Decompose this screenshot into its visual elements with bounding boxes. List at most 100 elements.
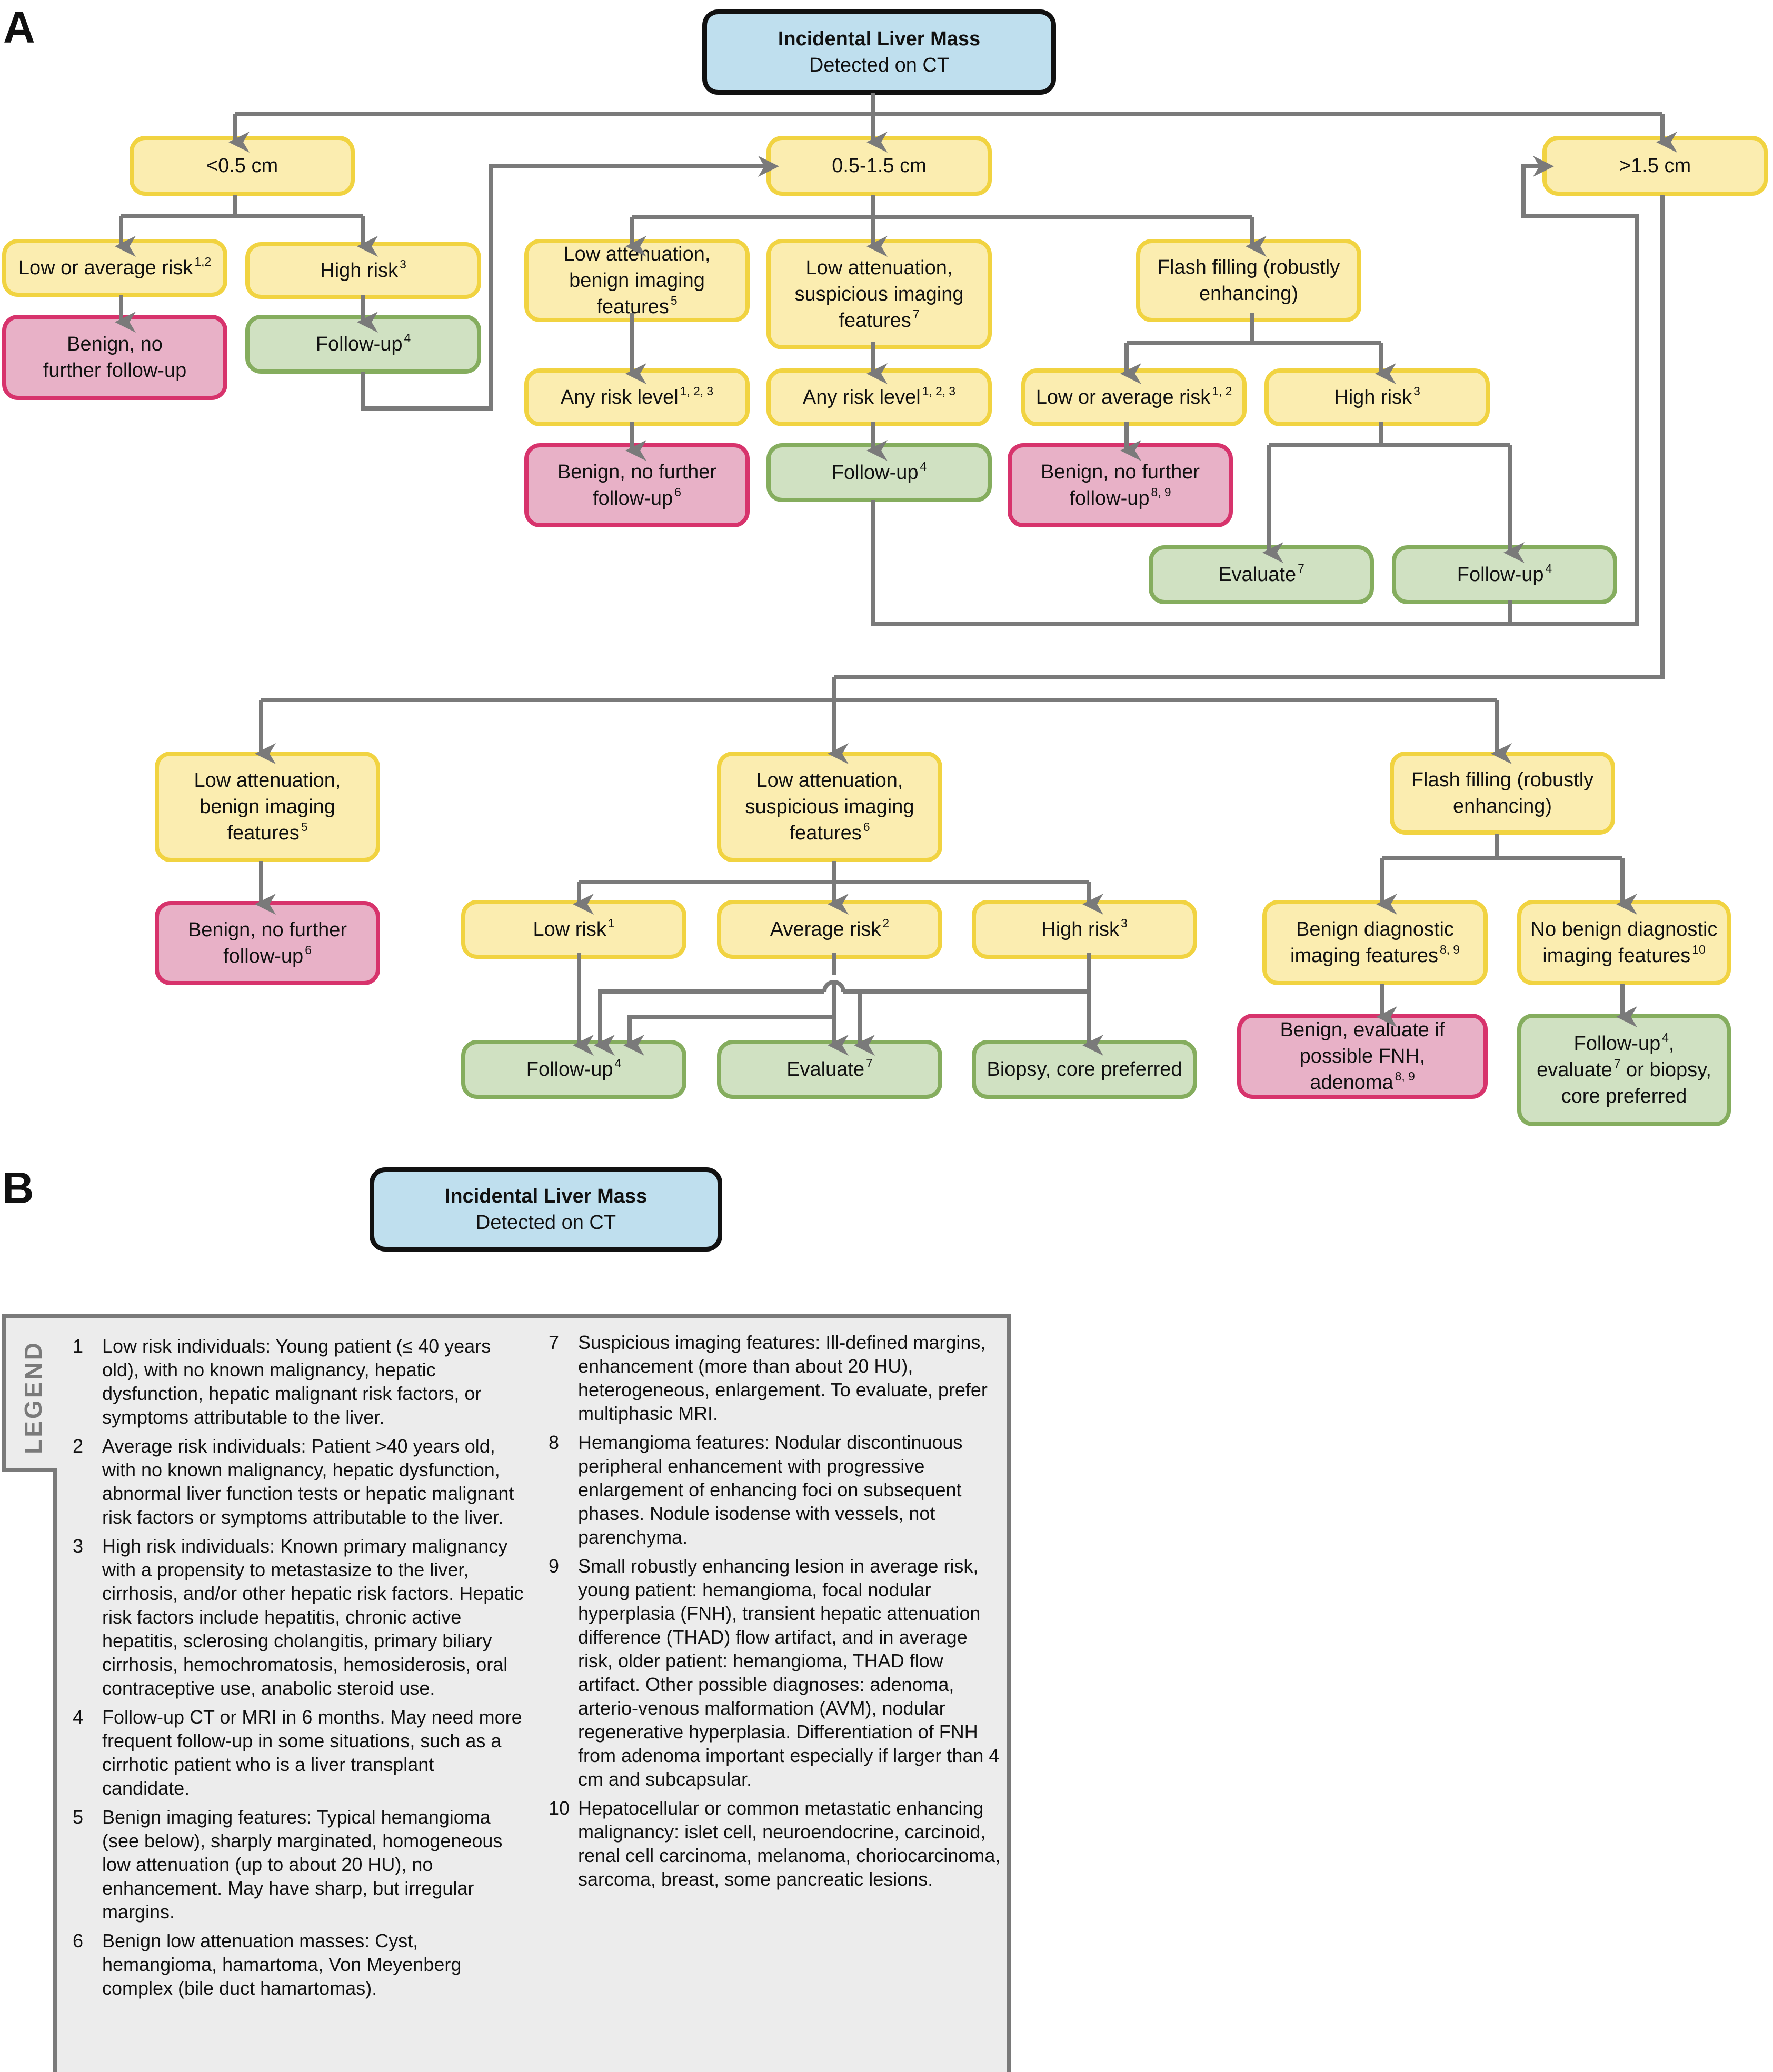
legend-item-number: 10 bbox=[549, 1797, 570, 1819]
footnote-ref: 2 bbox=[882, 916, 890, 930]
footnote-ref: 6 bbox=[863, 820, 870, 834]
node-label: 0.5-1.5 cm bbox=[832, 154, 927, 177]
node-label: >1.5 cm bbox=[1619, 154, 1691, 177]
footnote-ref: 1, 2 bbox=[1212, 384, 1232, 398]
node-label: Follow-up bbox=[1457, 563, 1544, 586]
legend-item-number: 5 bbox=[73, 1806, 84, 1828]
legend-tab: LEGEND bbox=[2, 1314, 57, 1472]
node-large-low-att-susp[interactable]: Low attenuation, suspicious imaging feat… bbox=[717, 752, 942, 862]
legend-item-number: 3 bbox=[73, 1535, 84, 1557]
legend-item-number: 7 bbox=[549, 1332, 560, 1353]
node-label: High risk bbox=[320, 259, 399, 282]
node-lt05-benign[interactable]: Benign, no further follow-up bbox=[2, 315, 227, 400]
footnote-ref: 5 bbox=[301, 820, 308, 834]
footnote-ref: 4 bbox=[920, 459, 927, 473]
connector-mid-bus bbox=[632, 195, 1252, 219]
legend-item-number: 2 bbox=[73, 1435, 84, 1457]
footnote-ref: 7 bbox=[866, 1056, 873, 1070]
legend-item: 2 Average risk individuals: Patient >40 y… bbox=[73, 1434, 525, 1529]
node-large-flash[interactable]: Flash filling (robustly enhancing) bbox=[1390, 752, 1615, 835]
footnote-ref: 1, 2, 3 bbox=[680, 384, 714, 398]
legend-item-text: Benign low attenuation masses: Cyst, hem… bbox=[102, 1930, 462, 1999]
node-label: or biopsy, core preferred bbox=[1561, 1058, 1711, 1108]
footnote-ref: 10 bbox=[1692, 943, 1706, 957]
node-mid-low-att-susp[interactable]: Low attenuation, suspicious imaging feat… bbox=[766, 239, 992, 349]
node-label: Evaluate bbox=[786, 1058, 865, 1080]
footnote-ref: 5 bbox=[670, 294, 678, 308]
panel-b-start-node[interactable]: Incidental Liver Mass Detected on CT bbox=[370, 1167, 722, 1252]
node-label: Follow-up bbox=[526, 1058, 613, 1080]
footnote-ref: 4 bbox=[614, 1056, 622, 1070]
node-label: Benign, no further follow-up bbox=[187, 918, 347, 967]
panel-b-label: B bbox=[2, 1163, 34, 1213]
node-label: Follow-up bbox=[1573, 1032, 1661, 1055]
legend-item-number: 8 bbox=[549, 1432, 560, 1453]
legend-item-text: Hemangioma features: Nodular discontinuo… bbox=[578, 1432, 963, 1548]
start-node-incidental-liver-mass[interactable]: Incidental Liver Mass Detected on CT bbox=[702, 9, 1056, 95]
node-mid-flash[interactable]: Flash filling (robustly enhancing) bbox=[1136, 239, 1361, 322]
legend-panel bbox=[53, 1314, 1011, 2072]
start-subtitle: Detected on CT bbox=[809, 54, 950, 76]
node-label: Benign diagnostic imaging features bbox=[1290, 918, 1454, 967]
legend-item: 4 Follow-up CT or MRI in 6 months. May ne… bbox=[73, 1705, 525, 1800]
footnote-ref: 1, 2, 3 bbox=[922, 384, 956, 398]
node-large-benign-eval[interactable]: Benign, evaluate if possible FNH, adenom… bbox=[1237, 1014, 1488, 1099]
footnote-ref: 1 bbox=[607, 916, 615, 930]
footnote-ref: 3 bbox=[400, 257, 406, 271]
node-label: Benign, no further follow-up bbox=[43, 333, 187, 382]
node-label: Low attenuation, benign imaging features bbox=[194, 769, 341, 845]
footnote-ref: 6 bbox=[305, 943, 312, 957]
legend-item-number: 6 bbox=[73, 1930, 84, 1951]
legend-item-number: 4 bbox=[73, 1706, 84, 1728]
footnote-ref: 3 bbox=[1413, 384, 1420, 398]
node-large-low-att-benign[interactable]: Low attenuation, benign imaging features… bbox=[155, 752, 380, 862]
node-size-lt05[interactable]: <0.5 cm bbox=[130, 136, 355, 196]
node-mid-low-att-benign[interactable]: Low attenuation, benign imaging features… bbox=[524, 239, 750, 322]
footnote-ref: 8, 9 bbox=[1395, 1069, 1415, 1084]
footnote-ref: 7 bbox=[1613, 1057, 1621, 1070]
footnote-ref: 8, 9 bbox=[1439, 943, 1460, 957]
legend-item-text: Follow-up CT or MRI in 6 months. May nee… bbox=[102, 1706, 522, 1799]
node-label: Low attenuation, benign imaging features bbox=[563, 243, 711, 318]
node-label: No benign diagnostic imaging features bbox=[1530, 918, 1718, 967]
footnote-ref: 4 bbox=[404, 331, 411, 345]
legend-title: LEGEND bbox=[19, 1340, 47, 1454]
node-label: Evaluate bbox=[1218, 563, 1297, 586]
legend-item-text: Benign imaging features: Typical hemangi… bbox=[102, 1806, 503, 1923]
node-size-gt15[interactable]: >1.5 cm bbox=[1542, 136, 1768, 196]
node-label: Low attenuation, suspicious imaging feat… bbox=[745, 769, 914, 845]
node-label: Low or average risk bbox=[1035, 386, 1211, 408]
node-label: Flash filling (robustly enhancing) bbox=[1157, 256, 1340, 305]
legend-item-text: High risk individuals: Known primary mal… bbox=[102, 1535, 524, 1699]
legend-item-text: Average risk individuals: Patient >40 ye… bbox=[102, 1435, 514, 1528]
legend-item-number: 1 bbox=[73, 1335, 84, 1357]
node-large-biopsy[interactable]: Biopsy, core preferred bbox=[972, 1040, 1197, 1099]
node-label: High risk bbox=[1041, 918, 1120, 940]
node-size-05-15[interactable]: 0.5-1.5 cm bbox=[766, 136, 992, 196]
